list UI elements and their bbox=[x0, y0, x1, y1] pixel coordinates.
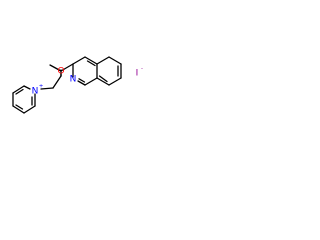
bond bbox=[23, 85, 31, 90]
iodide-negative-charge: - bbox=[141, 66, 143, 72]
isoquinoline-nitrogen-label: N bbox=[70, 75, 77, 85]
bond-inner bbox=[78, 78, 86, 83]
pyridinium-positive-charge: + bbox=[39, 84, 44, 90]
bond-lines bbox=[12, 56, 122, 114]
bond bbox=[60, 63, 74, 72]
iodide-ion: I - bbox=[136, 66, 143, 79]
isoquinoline-nitrogen-atom: N bbox=[70, 75, 77, 85]
bond-inner bbox=[98, 75, 108, 83]
iodide-label: I bbox=[136, 69, 139, 79]
oxygen-atom: O bbox=[57, 67, 64, 77]
bond bbox=[96, 56, 110, 65]
chemical-structure: O N N + I - bbox=[12, 56, 143, 114]
bond-inner bbox=[15, 104, 24, 110]
bond bbox=[12, 85, 25, 94]
pyridinium-nitrogen-atom: N + bbox=[32, 84, 44, 97]
bond bbox=[84, 56, 98, 65]
bond bbox=[12, 105, 25, 114]
bond bbox=[52, 75, 62, 89]
bond bbox=[108, 77, 122, 86]
bond-inner bbox=[15, 88, 24, 95]
bond bbox=[72, 56, 86, 65]
bond bbox=[49, 64, 62, 72]
bond bbox=[96, 77, 110, 86]
bond bbox=[23, 105, 36, 114]
pyridinium-nitrogen-label: N bbox=[32, 87, 39, 97]
bond-inner bbox=[86, 60, 96, 67]
bond bbox=[40, 87, 54, 90]
bond bbox=[108, 56, 122, 65]
bond bbox=[84, 77, 98, 86]
oxygen-label: O bbox=[57, 67, 64, 77]
bond bbox=[77, 80, 86, 86]
